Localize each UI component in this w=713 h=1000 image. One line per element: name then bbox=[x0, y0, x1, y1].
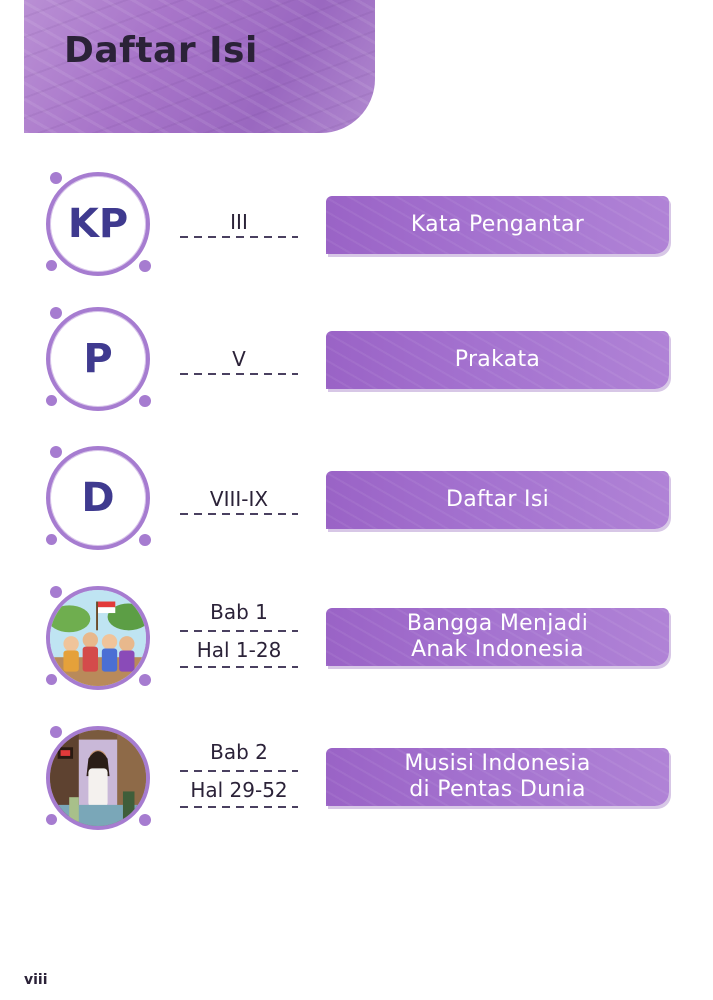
page-title: Daftar Isi bbox=[64, 30, 258, 71]
page-ref: VIII-IX bbox=[209, 487, 269, 511]
page-number: viii bbox=[24, 972, 48, 988]
toc-label-line1: Bangga Menjadi bbox=[406, 611, 589, 636]
dot bbox=[139, 674, 151, 686]
toc-label[interactable]: Prakata bbox=[326, 331, 669, 389]
badge-letters: KP bbox=[67, 201, 129, 247]
toc-label-line2: di Pentas Dunia bbox=[409, 777, 586, 802]
dot bbox=[139, 395, 151, 407]
chapter-illustration bbox=[46, 726, 150, 830]
page-ref: III bbox=[230, 210, 248, 234]
badge-letters: D bbox=[81, 475, 115, 521]
musician-illustration-icon bbox=[50, 730, 146, 826]
dash-line bbox=[180, 236, 298, 238]
badge bbox=[40, 724, 160, 834]
toc-entry-daftar-isi[interactable]: D VIII-IX Daftar Isi bbox=[0, 444, 713, 554]
dash-line bbox=[180, 513, 298, 515]
toc-label-text: Daftar Isi bbox=[446, 487, 549, 512]
toc-label-text: Prakata bbox=[454, 347, 541, 372]
toc-label[interactable]: Kata Pengantar bbox=[326, 196, 669, 254]
toc-label[interactable]: Daftar Isi bbox=[326, 471, 669, 529]
dot bbox=[139, 534, 151, 546]
toc-label-text: Kata Pengantar bbox=[410, 212, 585, 237]
header-band: Daftar Isi bbox=[24, 0, 375, 133]
dot bbox=[50, 586, 62, 598]
chapter-number: Bab 2 bbox=[210, 740, 268, 764]
dot bbox=[46, 674, 57, 685]
dot bbox=[46, 814, 57, 825]
dash-line bbox=[180, 630, 298, 632]
dash-line bbox=[180, 373, 298, 375]
children-illustration-icon bbox=[50, 590, 146, 686]
dot bbox=[46, 395, 57, 406]
dot bbox=[139, 260, 151, 272]
page-range: Hal 1-28 bbox=[196, 638, 282, 662]
chapter-illustration bbox=[46, 586, 150, 690]
badge bbox=[40, 584, 160, 694]
page-range: Hal 29-52 bbox=[190, 778, 288, 802]
badge-circle: P bbox=[46, 307, 150, 411]
badge-letters: P bbox=[83, 336, 113, 382]
toc-entry-prakata[interactable]: P V Prakata bbox=[0, 305, 713, 415]
dash-line bbox=[180, 666, 298, 668]
badge: D bbox=[40, 444, 160, 554]
dot bbox=[46, 260, 57, 271]
dot bbox=[50, 172, 62, 184]
dot bbox=[139, 814, 151, 826]
badge-circle: KP bbox=[46, 172, 150, 276]
toc-label-line2: Anak Indonesia bbox=[411, 637, 584, 662]
page-ref: V bbox=[232, 347, 246, 371]
badge: P bbox=[40, 305, 160, 415]
toc-entry-kata-pengantar[interactable]: KP III Kata Pengantar bbox=[0, 170, 713, 280]
dot bbox=[50, 307, 62, 319]
toc-label[interactable]: Bangga Menjadi Anak Indonesia bbox=[326, 608, 669, 666]
dash-line bbox=[180, 770, 298, 772]
chapter-number: Bab 1 bbox=[210, 600, 268, 624]
toc-label-line1: Musisi Indonesia bbox=[404, 751, 591, 776]
dot bbox=[50, 726, 62, 738]
badge-circle: D bbox=[46, 446, 150, 550]
dot bbox=[50, 446, 62, 458]
toc-entry-bab-2[interactable]: Bab 2 Hal 29-52 Musisi Indonesia di Pent… bbox=[0, 724, 713, 834]
toc-entry-bab-1[interactable]: Bab 1 Hal 1-28 Bangga Menjadi Anak Indon… bbox=[0, 584, 713, 694]
toc-label[interactable]: Musisi Indonesia di Pentas Dunia bbox=[326, 748, 669, 806]
dot bbox=[46, 534, 57, 545]
dash-line bbox=[180, 806, 298, 808]
badge: KP bbox=[40, 170, 160, 280]
